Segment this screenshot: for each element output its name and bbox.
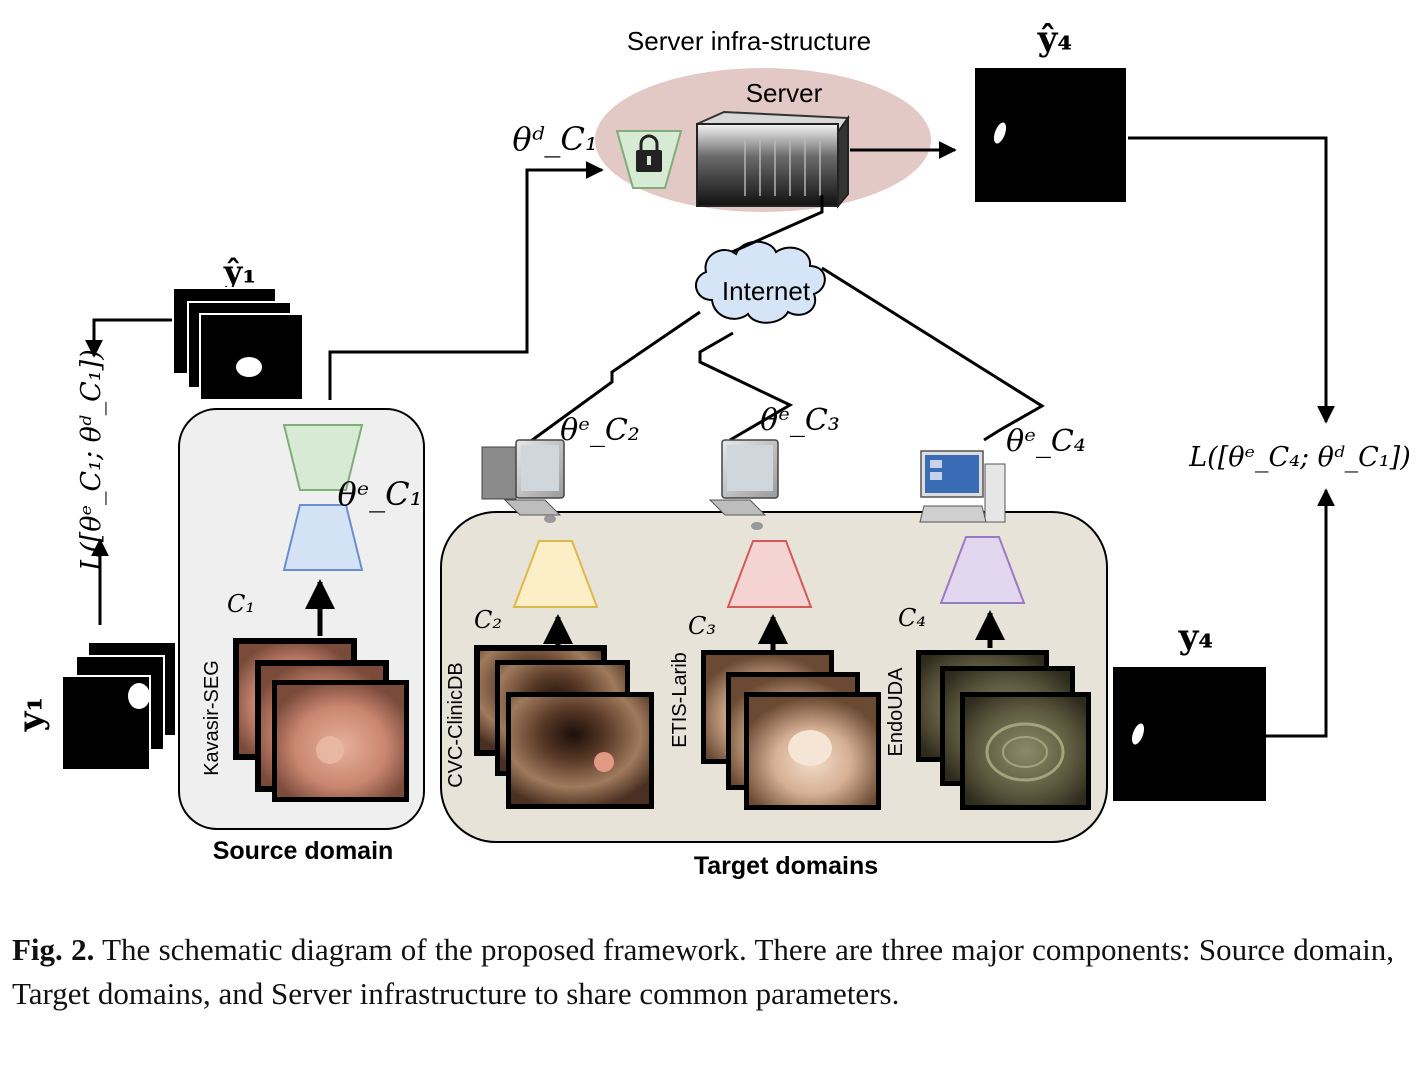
source-domain-label: Source domain <box>213 837 394 865</box>
y1-hat-mask-stack <box>172 287 304 401</box>
internet-c4-link <box>821 266 1045 442</box>
server-internet-link <box>731 195 824 254</box>
server-icon <box>696 110 850 209</box>
encoder-c3 <box>726 540 813 608</box>
decoder-to-server-arrow <box>328 161 604 400</box>
locked-decoder-icon <box>615 130 683 189</box>
server-infrastructure-title: Server infra-structure <box>627 26 871 56</box>
theta-e-c1-label: θᵉ_C₁ <box>338 475 423 513</box>
client-c1-label: C₁ <box>227 590 255 618</box>
computer-icon-c4 <box>919 450 1006 523</box>
endouda-image-stack <box>916 650 1091 810</box>
computer-icon-c3 <box>708 439 779 530</box>
theta-e-c2-label: θᵉ_C₂ <box>560 413 640 448</box>
kavasir-image-stack <box>233 638 409 802</box>
target-domains-label: Target domains <box>694 852 878 880</box>
y1-hat-label: ŷ₁ <box>223 253 257 291</box>
client-c3-label: C₃ <box>688 612 716 640</box>
internet-c3-link <box>698 331 794 442</box>
cvc-clinicdb-image-stack <box>474 645 654 809</box>
loss-c4-label: L([θᵉ_C₄; θᵈ_C₁]) <box>1188 442 1410 473</box>
figure-caption: Fig. 2. The schematic diagram of the pro… <box>12 928 1394 1016</box>
client-c4-label: C₄ <box>898 604 926 632</box>
client-c2-label: C₂ <box>474 606 502 634</box>
dataset-c2-label: CVC-ClinicDB <box>445 662 467 788</box>
encoder-c2 <box>512 540 599 608</box>
loss-c1-label: L([θᵉ_C₁; θᵈ_C₁]) <box>76 349 107 571</box>
caption-label: Fig. 2. <box>12 932 95 967</box>
y1-label: y₁ <box>11 697 51 733</box>
etis-larib-image-stack <box>701 650 881 810</box>
encoder-c4 <box>939 536 1026 604</box>
theta-e-c4-label: θᵉ_C₄ <box>1006 424 1086 459</box>
dataset-c4-label: EndoUDA <box>885 667 907 757</box>
server-label: Server <box>746 78 823 108</box>
y1-mask-stack <box>61 641 177 771</box>
dataset-c1-label: Kavasir-SEG <box>201 660 223 776</box>
internet-cloud-icon <box>695 240 826 324</box>
y4-polyp <box>1131 723 1145 745</box>
decoder-c1 <box>282 424 364 491</box>
prediction-to-loss-c1-arrow <box>85 318 172 358</box>
encoder-c1 <box>282 504 364 571</box>
y4-hat-polyp <box>993 122 1007 144</box>
y4-hat-label: ŷ₄ <box>1037 19 1073 59</box>
theta-d-c1-label: θᵈ_C₁ <box>512 120 597 158</box>
internet-label: Internet <box>722 276 811 306</box>
internet-c2-link <box>523 310 701 448</box>
prediction-to-loss-c4-arrow <box>1128 136 1335 424</box>
theta-e-c3-label: θᵉ_C₃ <box>760 403 840 438</box>
computer-icon-c2 <box>481 439 565 523</box>
framework-diagram: Server infra-structure Server ŷ₄ L([θᵉ_C… <box>11 19 1411 880</box>
ground-truth-to-loss-c4-arrow <box>1266 488 1335 738</box>
caption-text: The schematic diagram of the proposed fr… <box>12 932 1394 1011</box>
dataset-c3-label: ETIS-Larib <box>669 652 691 748</box>
y4-label: y₄ <box>1178 617 1214 657</box>
